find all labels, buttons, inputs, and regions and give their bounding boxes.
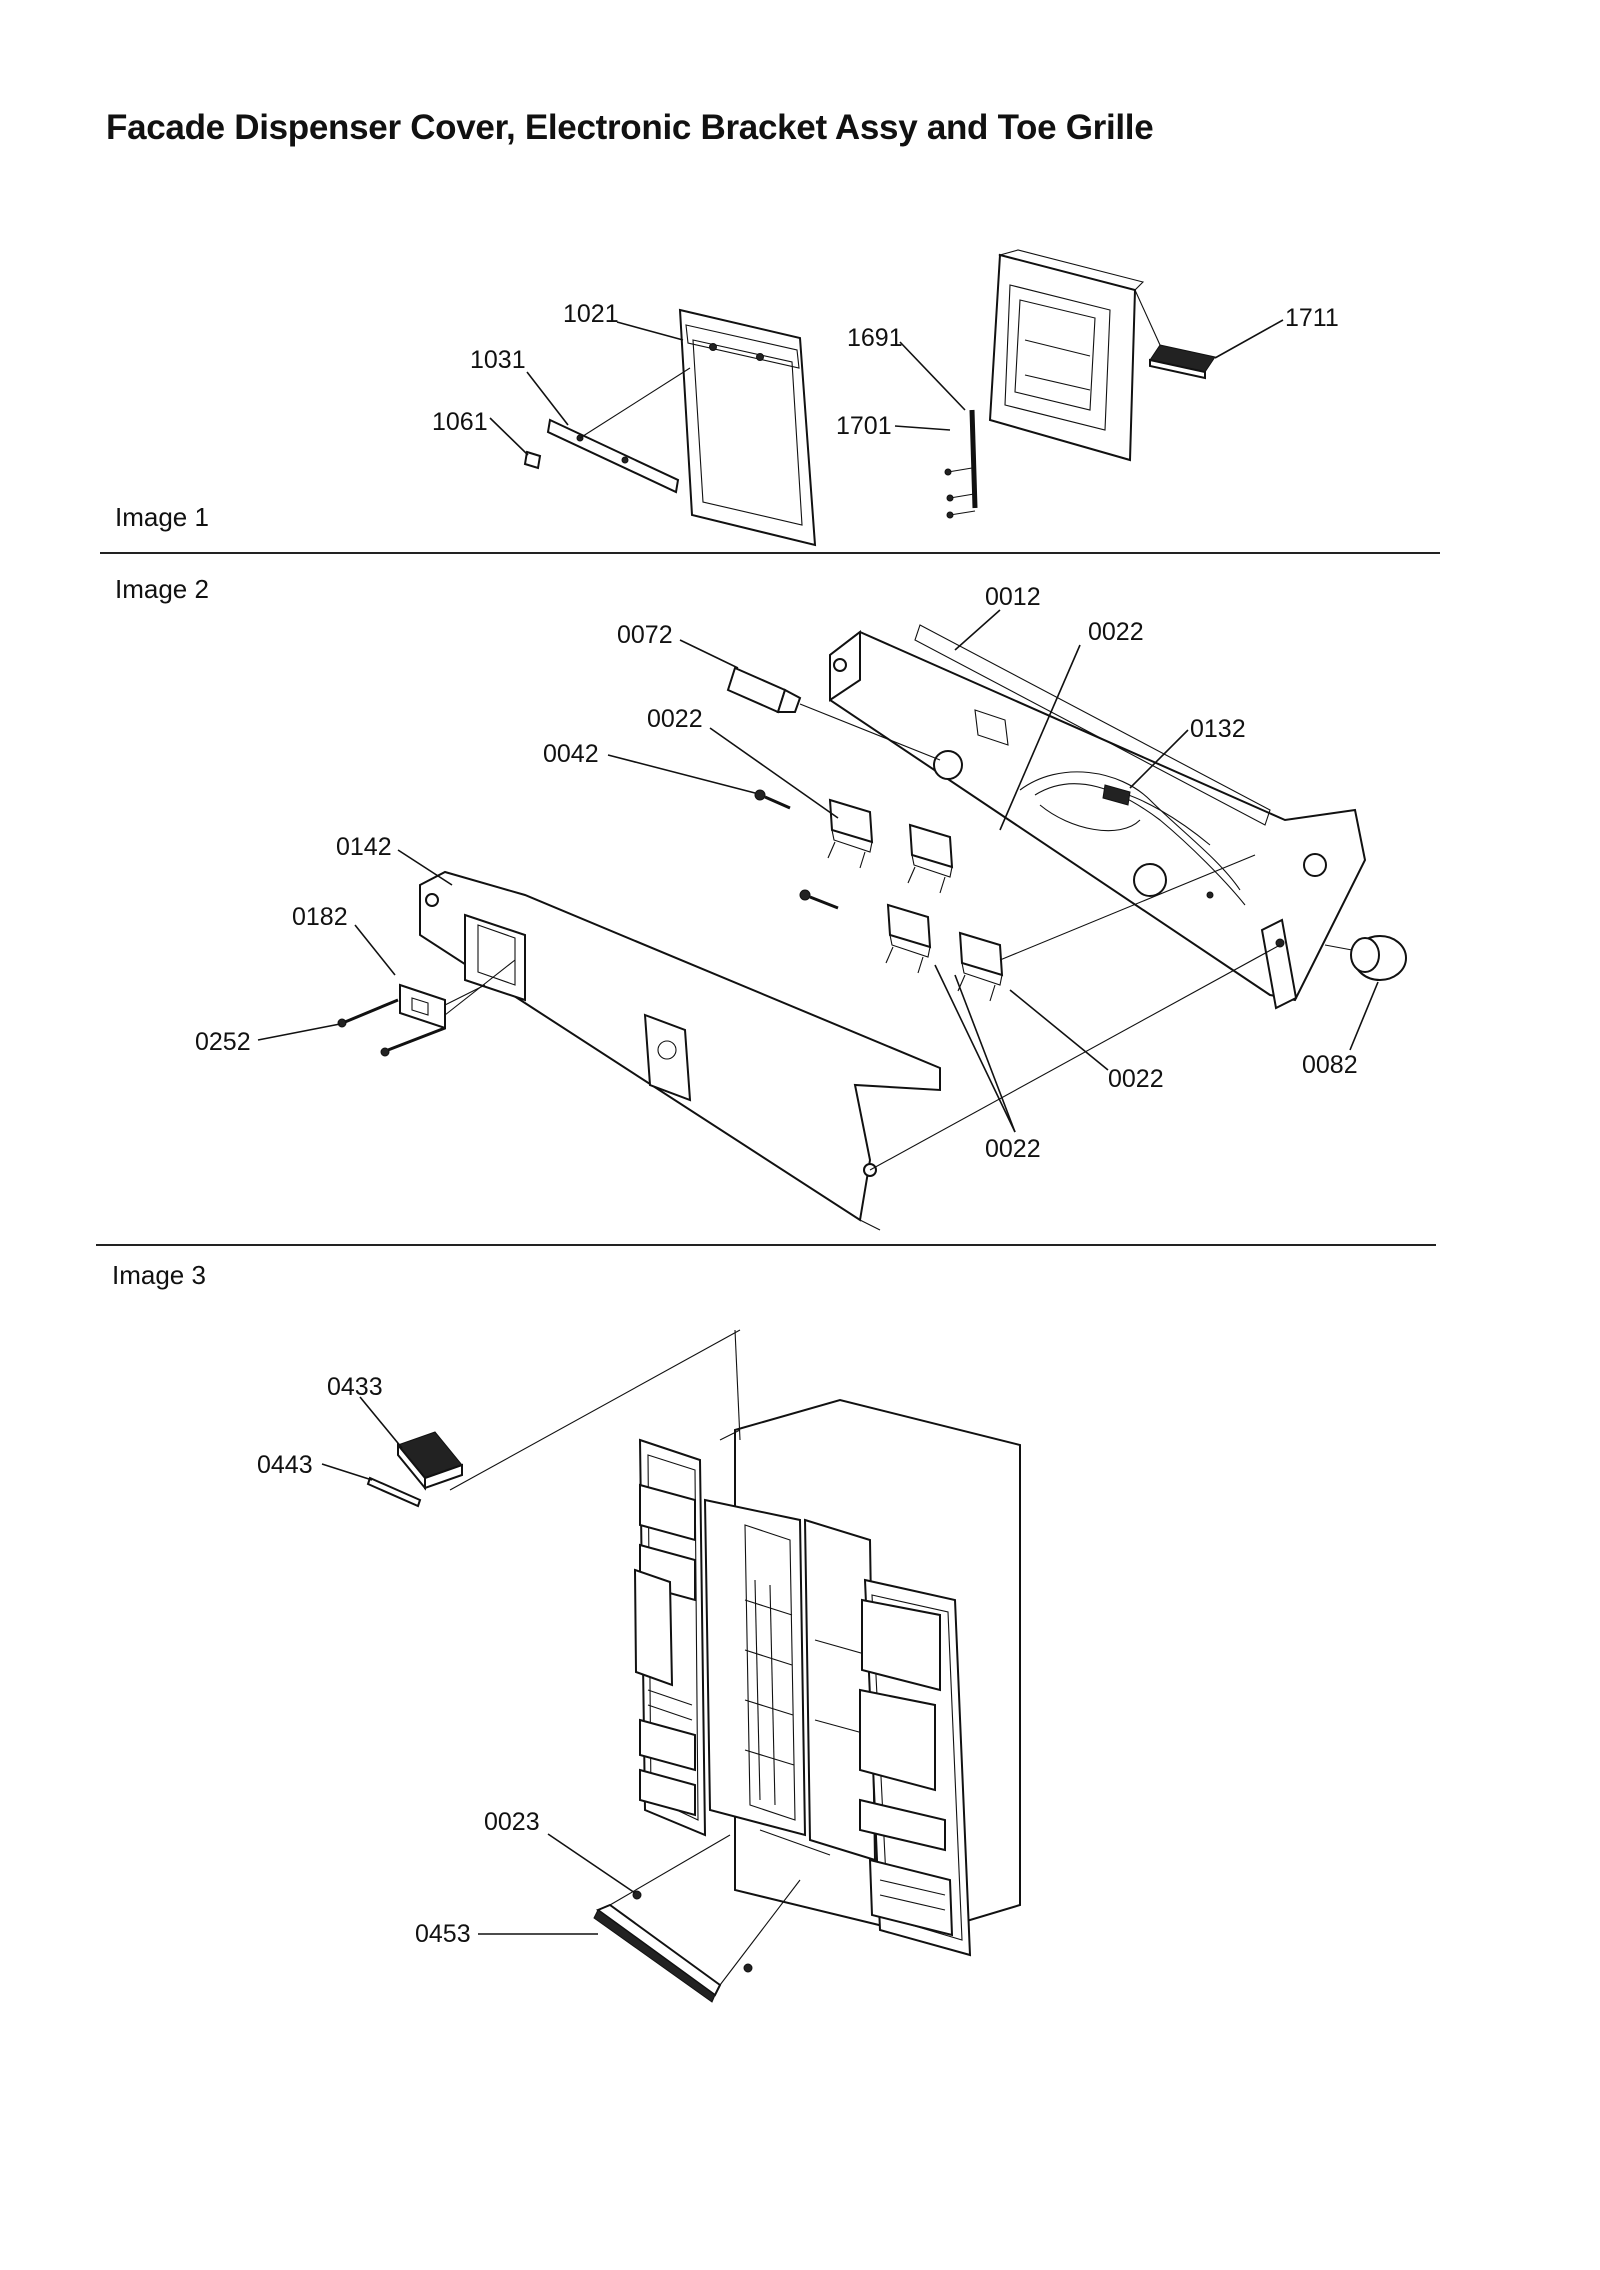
callout-0042: 0042 (543, 740, 599, 768)
switch-bar-1701 (944, 409, 978, 519)
refrigerator-assembly (449, 1329, 1021, 1957)
switch-0022-a (827, 798, 874, 869)
trim-strip-1031 (546, 367, 691, 494)
pad-strip-0443 (366, 1476, 422, 1508)
callout-0453: 0453 (415, 1920, 471, 1948)
section-divider-1 (100, 552, 1440, 554)
callout-0022-right: 0022 (1108, 1065, 1164, 1093)
section-label-image-1: Image 1 (115, 502, 209, 532)
upper-bracket-0012 (829, 624, 1367, 1010)
callout-1711: 1711 (1285, 304, 1339, 332)
callout-0012: 0012 (985, 583, 1041, 611)
callout-0142: 0142 (336, 833, 392, 861)
callout-0252: 0252 (195, 1028, 251, 1056)
switch-0022-b (907, 823, 954, 894)
screw-0042 (754, 789, 791, 810)
callout-0443: 0443 (257, 1451, 313, 1479)
lower-bracket-0142 (419, 854, 1281, 1231)
knob-0082 (1324, 935, 1407, 981)
grille-pad-1711 (1134, 289, 1216, 380)
callout-1701: 1701 (836, 412, 892, 440)
screw-0252-a (337, 998, 399, 1028)
callout-0022-top: 0022 (1088, 618, 1144, 646)
switch-0022-c (885, 903, 932, 974)
section-divider-2 (96, 1244, 1436, 1246)
callout-0182: 0182 (292, 903, 348, 931)
callout-1691: 1691 (847, 324, 903, 352)
callout-0022-left: 0022 (647, 705, 703, 733)
sensor-0072 (726, 666, 941, 761)
callout-0132: 0132 (1190, 715, 1246, 743)
page-title: Facade Dispenser Cover, Electronic Brack… (106, 108, 1154, 147)
callout-0023: 0023 (484, 1808, 540, 1836)
screw-0042-b (799, 889, 839, 910)
callout-0082: 0082 (1302, 1051, 1358, 1079)
section-label-image-2: Image 2 (115, 574, 209, 604)
callout-1061: 1061 (432, 408, 488, 436)
dispenser-housing (988, 249, 1145, 462)
switch-0022-d (957, 931, 1004, 1002)
callout-0072: 0072 (617, 621, 673, 649)
section-label-image-3: Image 3 (112, 1260, 206, 1290)
callout-0433: 0433 (327, 1373, 383, 1401)
grille-pad-0433 (397, 1431, 463, 1491)
switch-0182 (399, 959, 516, 1030)
callout-1021: 1021 (563, 300, 619, 328)
dispenser-cover-1021 (678, 308, 817, 547)
screw-0252-b (380, 1026, 446, 1057)
clip-1061 (523, 450, 542, 470)
screw-0023-b (743, 1963, 753, 1973)
callout-1031: 1031 (470, 346, 526, 374)
toe-grille-0453 (593, 1834, 801, 2003)
callout-0022-bottom: 0022 (985, 1135, 1041, 1163)
